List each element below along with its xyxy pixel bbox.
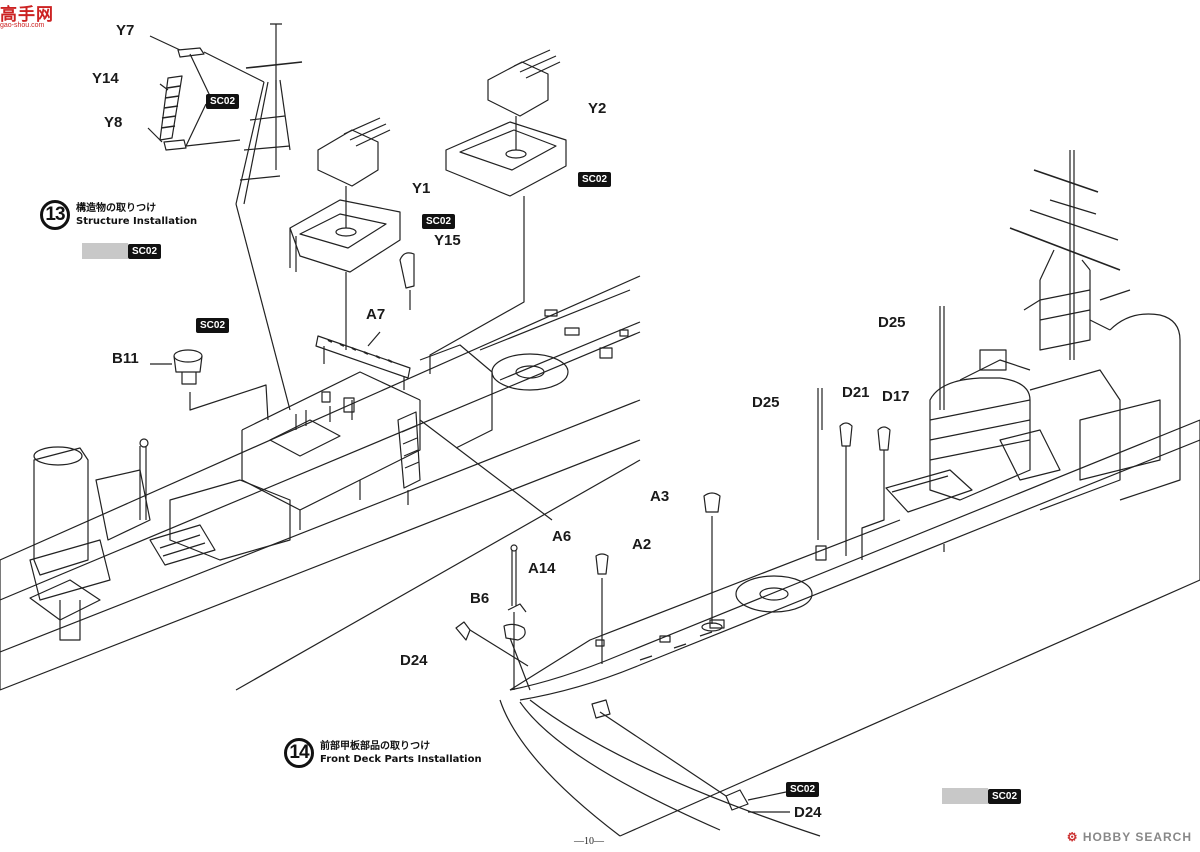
- logo-text: 高手网: [0, 5, 54, 25]
- step-14-header: 14 前部甲板部品の取りつけ Front Deck Parts Installa…: [284, 738, 482, 768]
- part-a7: [315, 331, 411, 390]
- paint-code-tag: SC02: [786, 782, 820, 797]
- step-number-badge: 13: [40, 200, 70, 230]
- step-title-jp: 構造物の取りつけ: [76, 203, 157, 214]
- part-label: A2: [632, 536, 652, 553]
- part-label: Y1: [412, 180, 431, 197]
- stern-hull: [0, 275, 641, 691]
- bow-mast: [1009, 150, 1121, 360]
- paint-code-tag: SC02: [422, 214, 456, 229]
- part-label: Y7: [116, 22, 135, 39]
- step-13-header: 13 構造物の取りつけ Structure Installation: [40, 200, 197, 230]
- part-label: A14: [528, 560, 556, 577]
- page-number: —10—: [574, 836, 604, 847]
- site-logo: 高手网 gao-shou.com: [0, 0, 54, 29]
- logo-subtext: gao-shou.com: [0, 22, 45, 29]
- paint-swatch: [82, 243, 128, 259]
- bow-superstructure: [885, 289, 1181, 513]
- part-label: D25: [878, 314, 906, 331]
- part-label: D24: [794, 804, 822, 821]
- part-label: B11: [112, 350, 139, 367]
- watermark-text: HOBBY SEARCH: [1082, 830, 1192, 844]
- part-y2-turret: [429, 49, 567, 374]
- bow-deck-details: [591, 575, 813, 719]
- part-label: Y8: [104, 114, 123, 131]
- paint-code-tag: SC02: [128, 244, 162, 259]
- step-title-jp: 前部甲板部品の取りつけ: [320, 741, 431, 752]
- hobby-search-icon: ⚙: [1066, 830, 1079, 844]
- part-label: D25: [752, 394, 780, 411]
- paint-code-tag: SC02: [578, 172, 612, 187]
- paint-code-tag: SC02: [206, 94, 240, 109]
- part-mast: [235, 23, 303, 411]
- part-y15: [399, 252, 415, 310]
- deck-posts: [295, 391, 355, 430]
- part-label: Y14: [92, 70, 119, 87]
- part-label: D21: [842, 384, 870, 401]
- part-label: A6: [552, 528, 572, 545]
- paint-code-tag: SC02: [196, 318, 230, 333]
- stern-deck-details: [491, 309, 629, 391]
- watermark: ⚙ HOBBY SEARCH: [1067, 830, 1192, 844]
- stern-superstructure: [29, 344, 493, 641]
- bow-parts: [455, 306, 945, 813]
- part-y1-turret: [289, 117, 401, 350]
- part-label: D24: [400, 652, 428, 669]
- part-label: Y15: [434, 232, 461, 249]
- part-label: A7: [366, 306, 386, 323]
- part-b11: [150, 349, 269, 421]
- part-label: Y2: [588, 100, 607, 117]
- step-number-badge: 14: [284, 738, 314, 768]
- part-y7-y14-y8: [147, 35, 265, 151]
- bow-hull: [499, 419, 1200, 837]
- step-title-en: Structure Installation: [76, 216, 198, 227]
- part-label: B6: [470, 590, 490, 607]
- part-label: D17: [882, 388, 910, 405]
- paint-swatch: [942, 788, 988, 804]
- part-a6: [397, 411, 553, 521]
- paint-code-tag: SC02: [988, 789, 1022, 804]
- step-title-en: Front Deck Parts Installation: [320, 754, 482, 765]
- part-label: A3: [650, 488, 670, 505]
